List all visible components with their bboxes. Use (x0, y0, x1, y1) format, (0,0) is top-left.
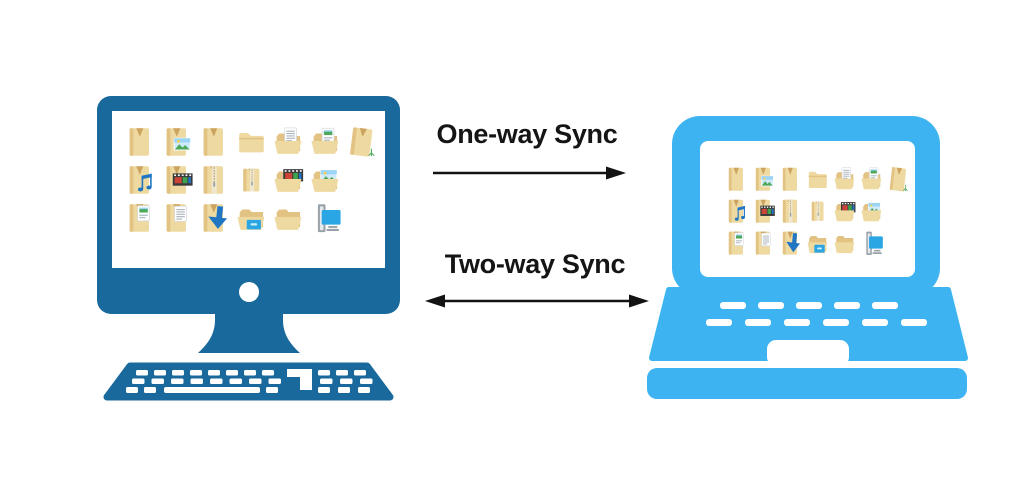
one-way-sync-label: One-way Sync (436, 119, 618, 149)
pc-monitor-icon (859, 229, 884, 258)
screen-icon-row (123, 163, 379, 197)
folder-open-image-icon (308, 163, 342, 197)
folder-zip-small-icon (805, 197, 830, 226)
folder-film-icon (160, 163, 194, 197)
laptop-base-bar (647, 368, 967, 399)
folder-doc-icon (751, 229, 776, 258)
folder-download-icon (197, 201, 231, 235)
desktop-camera-dot (239, 282, 259, 302)
folder-doc-image-icon (123, 201, 157, 235)
folder-open-doc-icon (271, 125, 305, 159)
folder-tilted-icon (886, 165, 911, 194)
folder-open-plain-icon (832, 229, 857, 258)
screen-icon-row (724, 165, 911, 194)
desktop-enter-key-icon (287, 369, 312, 390)
folder-zip-small-icon (234, 163, 268, 197)
folder-open-film-icon (271, 163, 305, 197)
folder-doc-icon (160, 201, 194, 235)
folder-open-image-doc-icon (308, 125, 342, 159)
folder-image-icon (751, 165, 776, 194)
screen-icon-row (123, 201, 379, 235)
screen-icon-row (724, 229, 911, 258)
one-way-arrow-icon (433, 166, 626, 180)
laptop-keyboard-keys (706, 302, 927, 326)
desktop-screen-icons (123, 125, 379, 239)
folder-open-image-icon (859, 197, 884, 226)
folder-film-icon (751, 197, 776, 226)
folder-closed-icon (123, 125, 157, 159)
screen-icon-row (123, 125, 379, 159)
folder-open-blue-icon (805, 229, 830, 258)
folder-music-icon (724, 197, 749, 226)
folder-open-image-doc-icon (859, 165, 884, 194)
folder-tilted-icon (345, 125, 379, 159)
folder-closed-icon (724, 165, 749, 194)
two-way-arrow-icon (425, 294, 649, 308)
pc-monitor-icon (308, 201, 342, 235)
folder-open-plain-icon (271, 201, 305, 235)
laptop-screen-icons (724, 165, 911, 261)
folder-zip-icon (778, 197, 803, 226)
folder-landscape-icon (805, 165, 830, 194)
laptop-screen (700, 141, 915, 277)
folder-doc-image-icon (724, 229, 749, 258)
desktop-monitor-stand (198, 312, 300, 353)
desktop-keyboard-keys (126, 370, 373, 393)
folder-closed-icon (778, 165, 803, 194)
folder-download-icon (778, 229, 803, 258)
folder-landscape-icon (234, 125, 268, 159)
folder-zip-icon (197, 163, 231, 197)
screen-icon-row (724, 197, 911, 226)
two-way-sync-label: Two-way Sync (444, 249, 626, 279)
folder-closed-icon (197, 125, 231, 159)
folder-open-film-icon (832, 197, 857, 226)
folder-open-doc-icon (832, 165, 857, 194)
folder-music-icon (123, 163, 157, 197)
folder-image-icon (160, 125, 194, 159)
laptop-trackpad-notch (767, 340, 849, 366)
folder-open-blue-icon (234, 201, 268, 235)
